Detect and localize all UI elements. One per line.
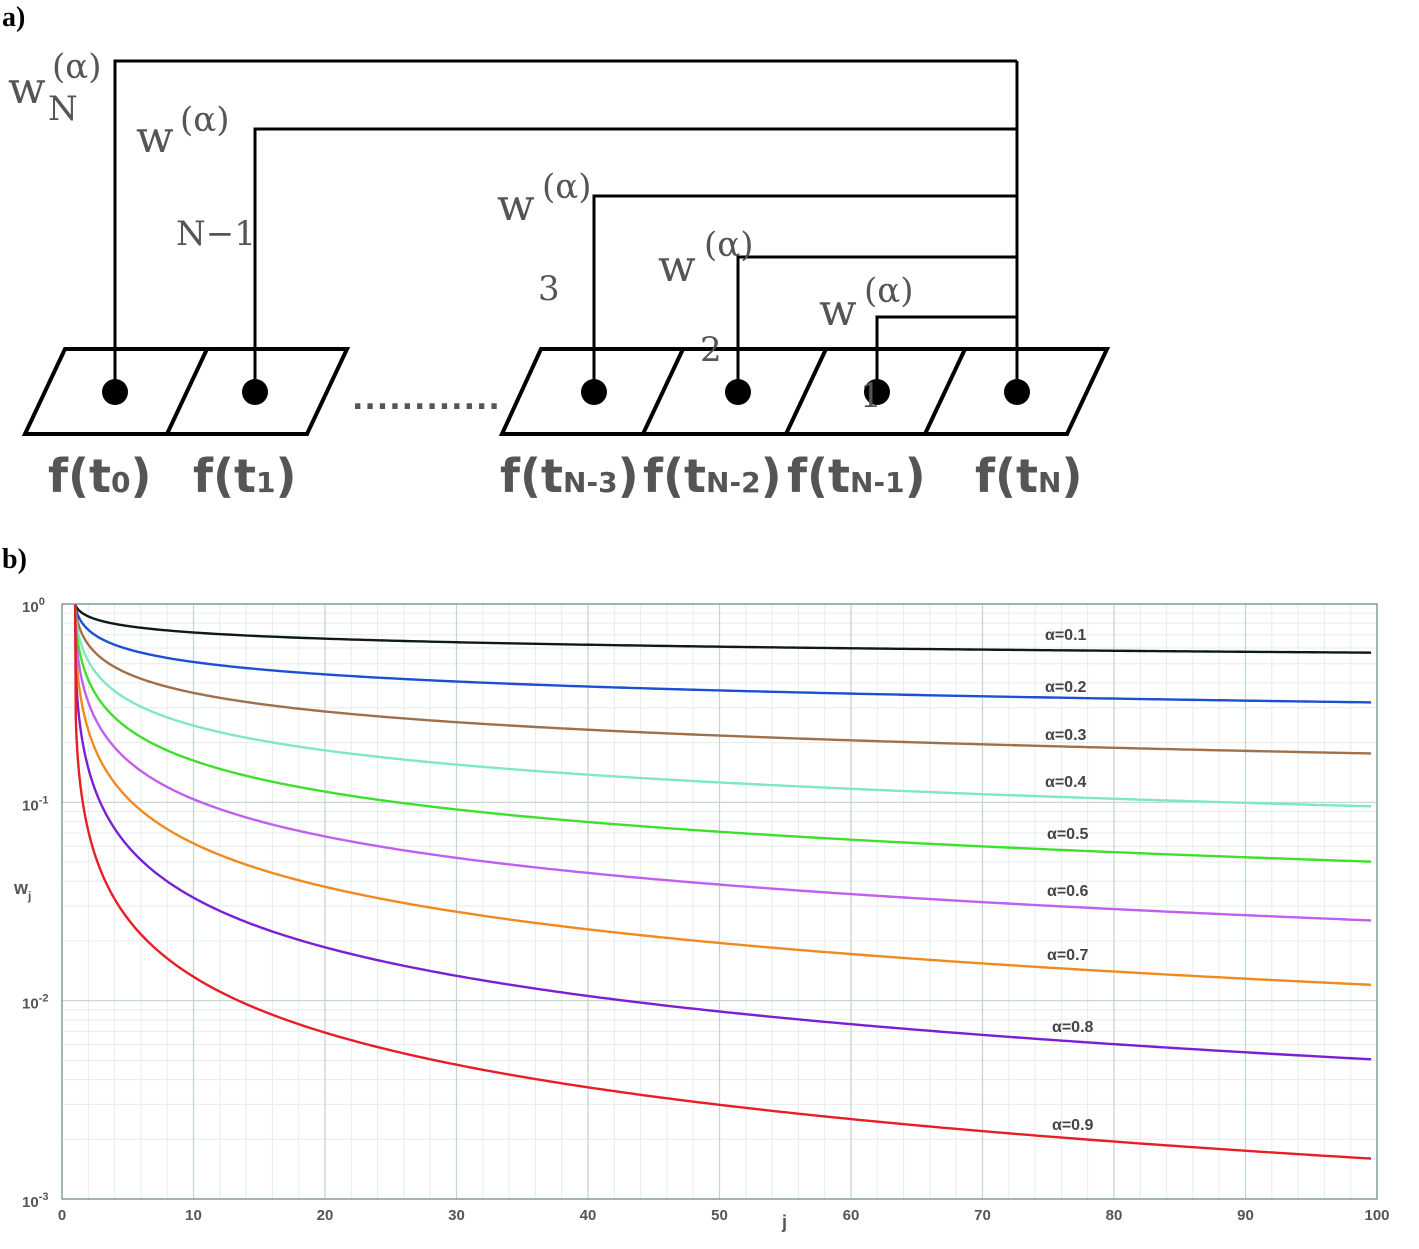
- weight-subscript: N−1: [176, 214, 256, 254]
- weight-connector: [253, 127, 1017, 392]
- cell-divider: [165, 348, 209, 435]
- y-tick-label: 10-3: [22, 1191, 48, 1211]
- weight-connector: [875, 315, 1017, 392]
- cell-value-label: f(t0): [48, 449, 152, 503]
- series-line: [73, 603, 1372, 755]
- x-tick-label: 30: [448, 1207, 465, 1224]
- series-label: α=0.4: [1045, 774, 1087, 791]
- series-label: α=0.7: [1047, 947, 1089, 964]
- panel-b-label: b): [2, 544, 27, 575]
- x-tick-label: 60: [843, 1207, 860, 1224]
- weight-subscript: 3: [538, 269, 560, 309]
- weight-superscript: (α): [180, 100, 230, 140]
- x-tick-label: 40: [580, 1207, 597, 1224]
- weight-subscript: 2: [700, 330, 722, 370]
- series-label: α=0.3: [1045, 727, 1087, 744]
- series-label: α=0.5: [1047, 826, 1089, 843]
- x-axis-label: j: [781, 1212, 787, 1232]
- series-line: [73, 603, 1372, 1061]
- weight-superscript: (α): [864, 271, 914, 311]
- weight-label: w: [8, 63, 46, 114]
- y-tick-labels: 100 10-1 10-2 10-3: [22, 596, 48, 1211]
- cell-dot: [725, 379, 751, 405]
- series-line: [73, 603, 1372, 808]
- weight-connector: [113, 59, 1017, 392]
- series-line: [73, 603, 1372, 863]
- x-tick-labels: 0 10 20 30 40 50 60 70 80 90 100: [58, 1207, 1390, 1224]
- weight-label: w: [136, 112, 174, 163]
- cell-dot: [1004, 379, 1030, 405]
- x-tick-label: 90: [1237, 1207, 1254, 1224]
- y-tick-label: 10-1: [22, 794, 48, 814]
- cell-value-label: f(tN-3): [500, 449, 639, 503]
- series-label: α=0.1: [1045, 627, 1087, 644]
- cell-dot: [102, 379, 128, 405]
- series-line: [73, 603, 1372, 1160]
- series-label: α=0.6: [1047, 883, 1089, 900]
- x-tick-label: 0: [58, 1207, 66, 1224]
- cell-value-label: f(tN): [975, 449, 1083, 503]
- weight-connector-lines: [113, 59, 1019, 392]
- panel-a-label: a): [2, 2, 25, 33]
- series-label: α=0.9: [1052, 1117, 1094, 1134]
- grid-lines: [61, 603, 1378, 1200]
- series-line: [74, 603, 1372, 654]
- cell-value-labels: f(t0) f(t1) f(tN-3)f(tN-2)f(tN-1) f(tN): [48, 449, 1083, 503]
- cell-value-label: f(t1): [193, 449, 297, 503]
- weight-superscript: (α): [704, 225, 754, 265]
- weight-superscript: (α): [542, 167, 592, 207]
- weight-subscript: N: [48, 89, 78, 129]
- x-tick-label: 20: [317, 1207, 334, 1224]
- series-line: [73, 603, 1372, 704]
- y-axis-label: wj: [13, 878, 31, 903]
- cells-right-strip: [498, 347, 1111, 436]
- cell-value-label: f(tN-2): [643, 449, 782, 503]
- series-line: [73, 603, 1372, 922]
- series-line: [73, 603, 1372, 986]
- series-lines: [73, 603, 1372, 1160]
- x-tick-label: 80: [1106, 1207, 1123, 1224]
- cell-dot: [242, 379, 268, 405]
- weight-label: w: [497, 180, 535, 231]
- cell-divider: [923, 348, 967, 435]
- cell-dot: [581, 379, 607, 405]
- memory-cells: [21, 347, 1111, 436]
- y-tick-label: 100: [22, 596, 45, 616]
- weight-label: w: [819, 285, 857, 336]
- weight-subscript: 1: [860, 376, 882, 416]
- series-label: α=0.2: [1045, 679, 1087, 696]
- weight-superscript: (α): [52, 47, 102, 87]
- series-label: α=0.8: [1052, 1019, 1094, 1036]
- x-tick-label: 70: [974, 1207, 991, 1224]
- series-labels: α=0.1 α=0.2 α=0.3 α=0.4 α=0.5 α=0.6 α=0.7 α=0.8…: [1045, 627, 1094, 1134]
- panel-b-chart: b) α=0.1α=0.2α=0.3α=0.4α=0.5α=0.6α=0.7α=…: [2, 544, 1390, 1232]
- x-tick-label: 100: [1364, 1207, 1389, 1224]
- cell-divider: [641, 348, 685, 435]
- weight-label: w: [658, 241, 696, 292]
- y-tick-label: 10-2: [22, 993, 48, 1013]
- cell-value-label: f(tN-1): [787, 449, 926, 503]
- x-tick-label: 10: [185, 1207, 202, 1224]
- ellipsis-dots: ............: [352, 382, 501, 417]
- plot-frame: [61, 603, 1378, 1200]
- weight-connector: [592, 194, 1017, 392]
- cells-left-strip: [21, 347, 351, 436]
- cell-dot: [864, 379, 890, 405]
- x-tick-label: 50: [711, 1207, 728, 1224]
- cell-divider: [784, 348, 828, 435]
